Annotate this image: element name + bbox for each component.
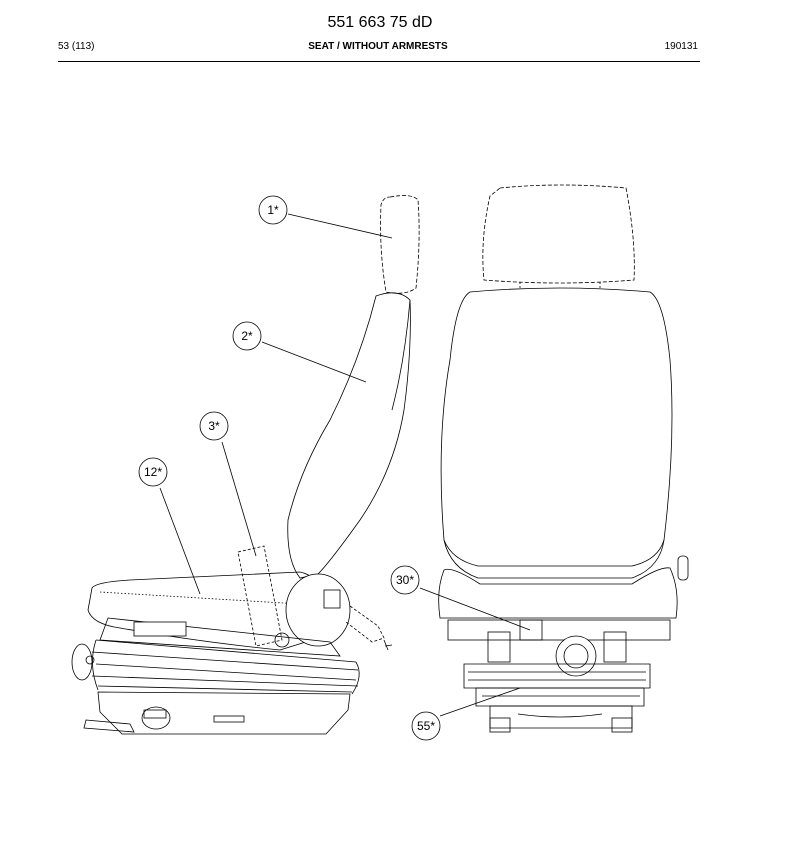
front-side-knob <box>677 555 689 581</box>
callout-55[interactable]: 55* <box>411 711 441 741</box>
page-reference: 53 (113) <box>58 41 95 52</box>
front-rail-center <box>517 713 603 718</box>
date-code: 190131 <box>664 41 698 52</box>
front-view <box>438 184 689 733</box>
side-cushion <box>87 571 323 651</box>
front-base-frame <box>447 619 671 641</box>
front-cushion <box>438 567 678 619</box>
side-brand-badge <box>133 621 187 637</box>
header-row: 53 (113) SEAT / WITHOUT ARMRESTS 190131 <box>58 41 698 55</box>
callout-2-label: 2* <box>241 329 253 343</box>
callout-3[interactable]: 3* <box>199 411 229 441</box>
front-bellows <box>463 663 651 707</box>
side-recliner-label <box>323 589 341 609</box>
side-headrest <box>380 195 420 294</box>
side-bellows <box>91 639 360 695</box>
front-weight-dial-inner <box>563 643 589 669</box>
front-backrest <box>440 287 673 579</box>
callout-12[interactable]: 12* <box>138 457 168 487</box>
side-backrest <box>287 292 411 579</box>
front-rail-foot-left <box>489 717 511 733</box>
side-recliner-disc <box>285 573 351 647</box>
side-rail-lever <box>83 719 135 733</box>
leader-lines <box>159 213 531 717</box>
callout-3-label: 3* <box>208 419 220 433</box>
callout-1-label: 1* <box>267 203 279 217</box>
front-frame-brackets <box>487 619 627 663</box>
front-rail-foot-right <box>611 717 633 733</box>
side-backrest-edge <box>391 299 411 411</box>
side-lumbar-knob <box>274 632 290 648</box>
callout-2[interactable]: 2* <box>232 321 262 351</box>
side-base-slot <box>213 715 245 723</box>
callout-55-label: 55* <box>417 719 435 733</box>
front-backrest-inner <box>443 539 665 567</box>
document-number: 551 663 75 dD <box>327 14 433 31</box>
side-cushion-fold <box>99 591 301 605</box>
front-headrest-posts <box>519 282 601 290</box>
side-lumbar-unit <box>237 545 283 647</box>
section-title: SEAT / WITHOUT ARMRESTS <box>308 41 448 52</box>
front-headrest <box>482 184 635 284</box>
callout-1[interactable]: 1* <box>258 195 288 225</box>
side-cushion-base <box>99 617 341 657</box>
header-rule <box>58 61 700 62</box>
callout-12-label: 12* <box>144 465 162 479</box>
side-dial-label <box>143 709 167 719</box>
side-suspension-base <box>97 691 351 735</box>
front-weight-dial <box>555 635 597 677</box>
callout-30-label: 30* <box>396 573 414 587</box>
side-height-knob <box>71 643 93 681</box>
callout-30[interactable]: 30* <box>390 565 420 595</box>
side-view <box>71 195 420 735</box>
side-adjust-handle <box>345 605 385 643</box>
side-adjust-pin <box>383 639 393 651</box>
side-knob-center <box>85 655 95 665</box>
